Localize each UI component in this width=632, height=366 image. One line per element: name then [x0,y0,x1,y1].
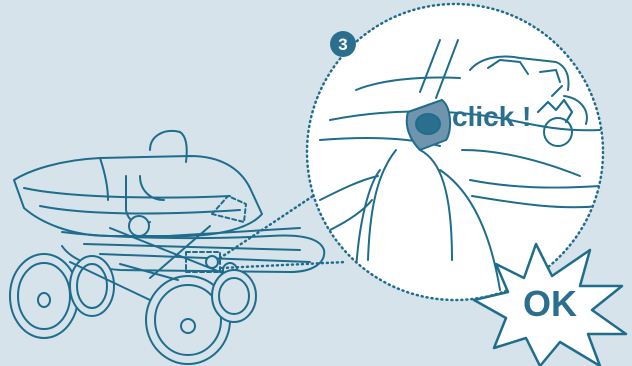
step-number: 3 [338,35,347,54]
step-badge: 3 [330,31,356,57]
stroller-drawing [10,131,324,364]
ok-label: OK [523,283,577,324]
click-label: click ! [452,101,531,132]
